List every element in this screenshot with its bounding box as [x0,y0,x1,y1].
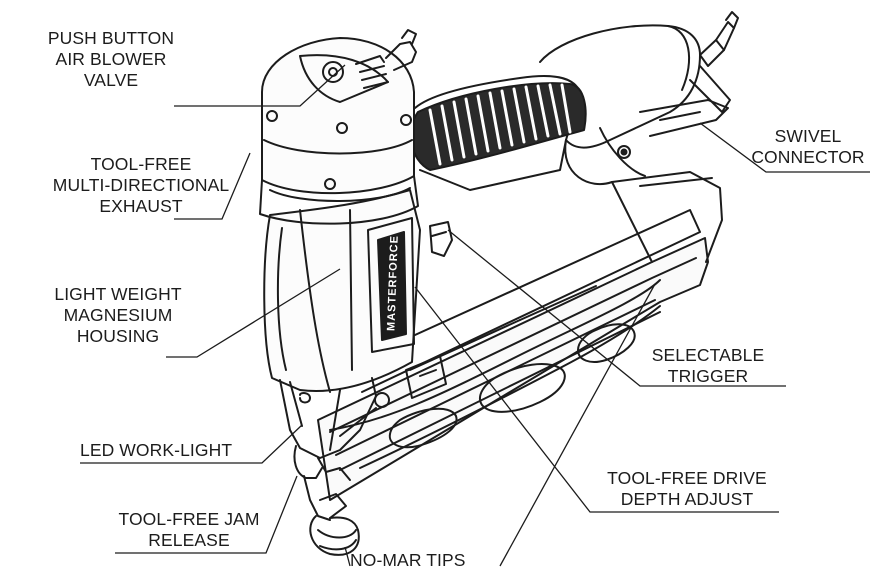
leader-lines [80,64,870,567]
callout-line: MULTI-DIRECTIONAL [52,175,230,195]
main-housing [263,189,421,393]
grip [409,82,587,171]
leader-jam-release [115,475,298,554]
callout-line: TRIGGER [667,366,749,386]
callout-line: SWIVEL [774,126,842,146]
callout-line: EXHAUST [99,196,183,216]
trigger [429,221,453,257]
callout-exhaust: TOOL-FREE MULTI-DIRECTIONAL EXHAUST [46,154,236,217]
handle [414,11,739,191]
callout-line: LED WORK-LIGHT [80,440,233,460]
leader-push-button [174,64,346,107]
cylinder-cap [259,29,419,225]
callout-line: MAGNESIUM [63,305,173,325]
leader-swivel [699,122,870,173]
callout-no-mar: NO-MAR TIPS [350,550,466,571]
callout-line: NO-MAR TIPS [350,550,466,570]
callout-line: DEPTH ADJUST [620,489,754,509]
callout-line: TOOL-FREE [90,154,192,174]
callout-depth: TOOL-FREE DRIVE DEPTH ADJUST [594,468,780,510]
callout-line: TOOL-FREE DRIVE [607,468,767,488]
leader-housing [166,268,341,358]
callout-trigger: SELECTABLE TRIGGER [638,345,778,387]
leader-no-mar-2 [499,283,656,567]
callout-line: VALVE [83,70,139,90]
callout-line: HOUSING [76,326,160,346]
callout-line: AIR BLOWER [55,49,167,69]
callout-swivel: SWIVEL CONNECTOR [748,126,868,168]
nose-assembly [279,377,390,556]
callout-led: LED WORK-LIGHT [80,440,232,461]
leader-trigger [447,229,786,387]
callout-push-button: PUSH BUTTON AIR BLOWER VALVE [22,28,200,91]
callout-line: SELECTABLE [651,345,765,365]
callout-jam-release: TOOL-FREE JAM RELEASE [110,509,268,551]
callout-line: CONNECTOR [751,147,865,167]
leader-exhaust [174,152,251,220]
magazine [317,171,723,501]
callout-line: LIGHT WEIGHT [54,284,182,304]
callout-line: PUSH BUTTON [47,28,175,48]
callout-line: TOOL-FREE JAM [118,509,260,529]
callout-housing: LIGHT WEIGHT MAGNESIUM HOUSING [40,284,196,347]
leader-depth [414,286,779,513]
callout-line: RELEASE [148,530,230,550]
leader-no-mar [344,546,351,567]
leader-led [80,424,303,464]
